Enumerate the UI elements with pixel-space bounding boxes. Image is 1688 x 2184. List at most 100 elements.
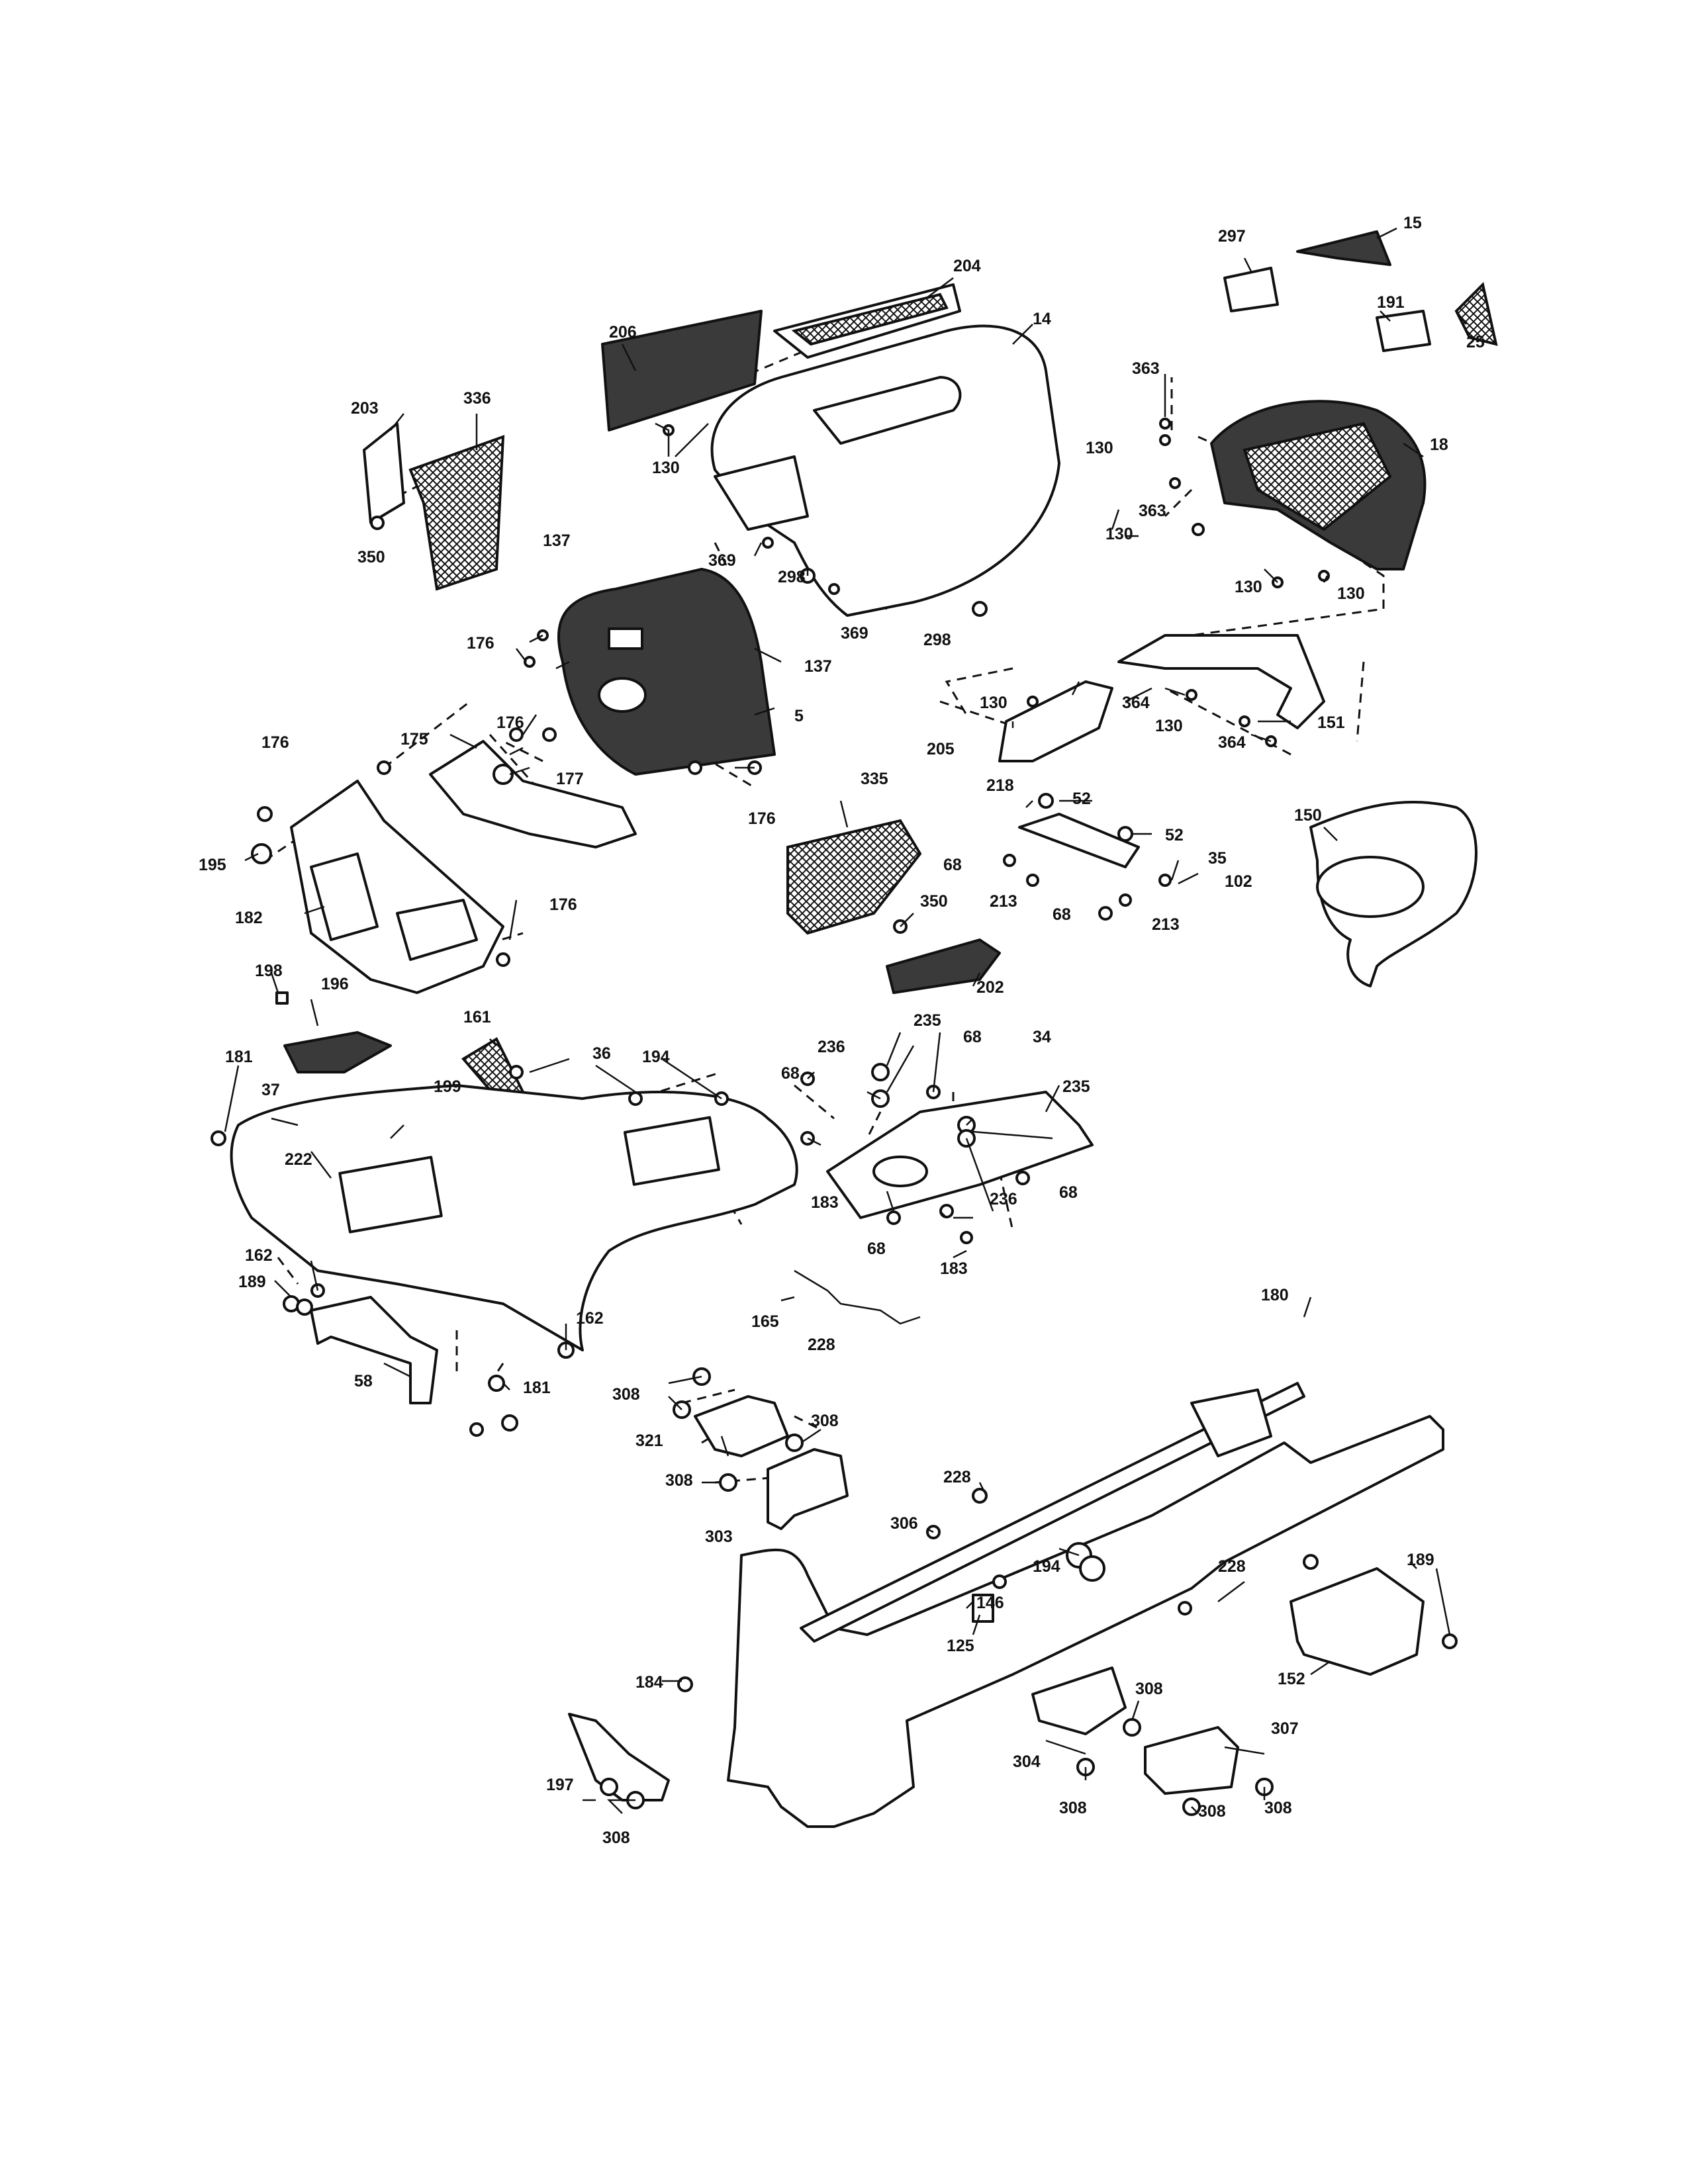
callout-161: 161 <box>463 1008 491 1026</box>
callout-198: 198 <box>255 962 283 980</box>
bolt-icon <box>677 1676 693 1692</box>
bolt-icon <box>992 1574 1007 1589</box>
callout-363-top: 363 <box>1132 359 1160 378</box>
bolt-icon <box>509 727 524 742</box>
hood-shape <box>710 324 1060 617</box>
grille-335-shape <box>786 819 922 935</box>
callout-176-mid: 176 <box>496 713 524 732</box>
callout-34: 34 <box>1033 1028 1051 1046</box>
callout-68-218: 68 <box>943 856 962 874</box>
trim-202-shape <box>886 938 1001 994</box>
callout-308-mid: 308 <box>665 1471 693 1490</box>
callout-68-seat-top: 68 <box>963 1028 982 1046</box>
bolt-icon <box>1003 854 1016 867</box>
callout-308-upper-right: 308 <box>811 1412 839 1430</box>
callout-335: 335 <box>861 770 888 788</box>
rod-165-shape <box>794 1269 921 1325</box>
bolt-icon <box>501 1414 518 1432</box>
callout-36: 36 <box>592 1044 611 1063</box>
bolt-icon <box>492 764 514 785</box>
bolt-icon <box>496 952 510 967</box>
bolt-icon <box>1117 826 1133 842</box>
bolt-icon <box>785 1433 804 1452</box>
callout-350-top: 350 <box>357 548 385 567</box>
callout-162-left: 162 <box>245 1246 273 1265</box>
callout-150: 150 <box>1294 806 1322 825</box>
callout-306: 306 <box>890 1514 918 1533</box>
bolt-icon <box>886 1210 901 1225</box>
callout-213-right: 213 <box>1152 915 1180 934</box>
callout-175: 175 <box>400 730 428 749</box>
panel-205-shape <box>998 680 1113 762</box>
callout-68-low: 68 <box>1053 905 1071 924</box>
bolt-icon <box>1192 523 1205 536</box>
callout-194-frame: 194 <box>1033 1557 1060 1576</box>
callout-321: 321 <box>635 1432 663 1450</box>
callout-236-bottom: 236 <box>990 1190 1017 1208</box>
bracket-58-shape <box>310 1296 438 1404</box>
bolt-icon <box>939 1204 954 1218</box>
bracket-197-shape <box>568 1713 670 1801</box>
callout-189-left: 189 <box>238 1273 266 1291</box>
callout-130-grille: 130 <box>1086 439 1113 457</box>
callout-130-hood: 130 <box>652 459 680 477</box>
bolt-icon <box>960 1231 973 1244</box>
trim-15-shape <box>1296 230 1391 266</box>
callout-196: 196 <box>321 975 349 993</box>
callout-228-side: 228 <box>1218 1557 1246 1576</box>
callout-180: 180 <box>1261 1286 1289 1304</box>
callout-52-top: 52 <box>1072 790 1091 808</box>
callout-37: 37 <box>261 1081 280 1099</box>
callout-177: 177 <box>556 770 584 788</box>
side-grille-336-shape <box>408 435 505 591</box>
callout-298-left: 298 <box>778 568 806 586</box>
callout-235-right: 235 <box>1062 1077 1090 1096</box>
callout-181-left: 181 <box>225 1048 253 1066</box>
callout-68-seat-right: 68 <box>1059 1183 1078 1202</box>
callout-5: 5 <box>794 707 804 725</box>
bolt-icon <box>1169 477 1181 489</box>
callout-203: 203 <box>351 399 379 418</box>
bolt-icon <box>1303 1554 1319 1570</box>
callout-102: 102 <box>1225 872 1252 891</box>
callout-308-197: 308 <box>602 1829 630 1847</box>
callout-369-right: 369 <box>841 624 868 643</box>
bracket-304-shape <box>1031 1666 1127 1735</box>
lens-25-shape <box>1454 282 1498 346</box>
bolt-icon <box>296 1298 313 1316</box>
callout-130-lower: 130 <box>1235 578 1262 596</box>
callout-151: 151 <box>1317 713 1345 732</box>
lens-191-shape <box>1376 310 1431 352</box>
callout-297: 297 <box>1218 227 1246 246</box>
side-panel-206-shape <box>601 310 763 432</box>
callout-152: 152 <box>1278 1670 1305 1688</box>
callout-364-bottom: 364 <box>1218 733 1246 752</box>
guard-307-shape <box>1144 1726 1239 1795</box>
callout-308-304-bottom: 308 <box>1059 1799 1087 1817</box>
callout-304: 304 <box>1013 1752 1041 1771</box>
bolt-icon <box>1079 1555 1105 1582</box>
callout-130-right: 130 <box>1337 584 1365 603</box>
hardware <box>211 418 1458 1816</box>
bolt-icon <box>370 516 385 530</box>
callout-206: 206 <box>609 323 637 341</box>
callout-176-left: 176 <box>261 733 289 752</box>
bracket-218-shape <box>1018 813 1140 868</box>
callout-176-low: 176 <box>549 895 577 914</box>
guard-152-shape <box>1289 1567 1425 1676</box>
bolt-icon <box>628 1091 643 1106</box>
callout-15: 15 <box>1403 214 1422 232</box>
callout-176-top: 176 <box>467 634 494 653</box>
plate-321-shape <box>694 1395 789 1457</box>
callout-191: 191 <box>1377 293 1405 312</box>
callout-202: 202 <box>976 978 1004 997</box>
bolt-icon <box>1159 418 1171 430</box>
bolt-icon <box>377 760 391 775</box>
callout-308-307-left: 308 <box>1198 1802 1226 1821</box>
bolt-icon <box>1098 906 1113 921</box>
callout-236-top: 236 <box>818 1038 845 1056</box>
callout-308-304-top: 308 <box>1135 1680 1163 1698</box>
lens-297-shape <box>1223 267 1279 312</box>
bolt-icon <box>1026 874 1039 887</box>
